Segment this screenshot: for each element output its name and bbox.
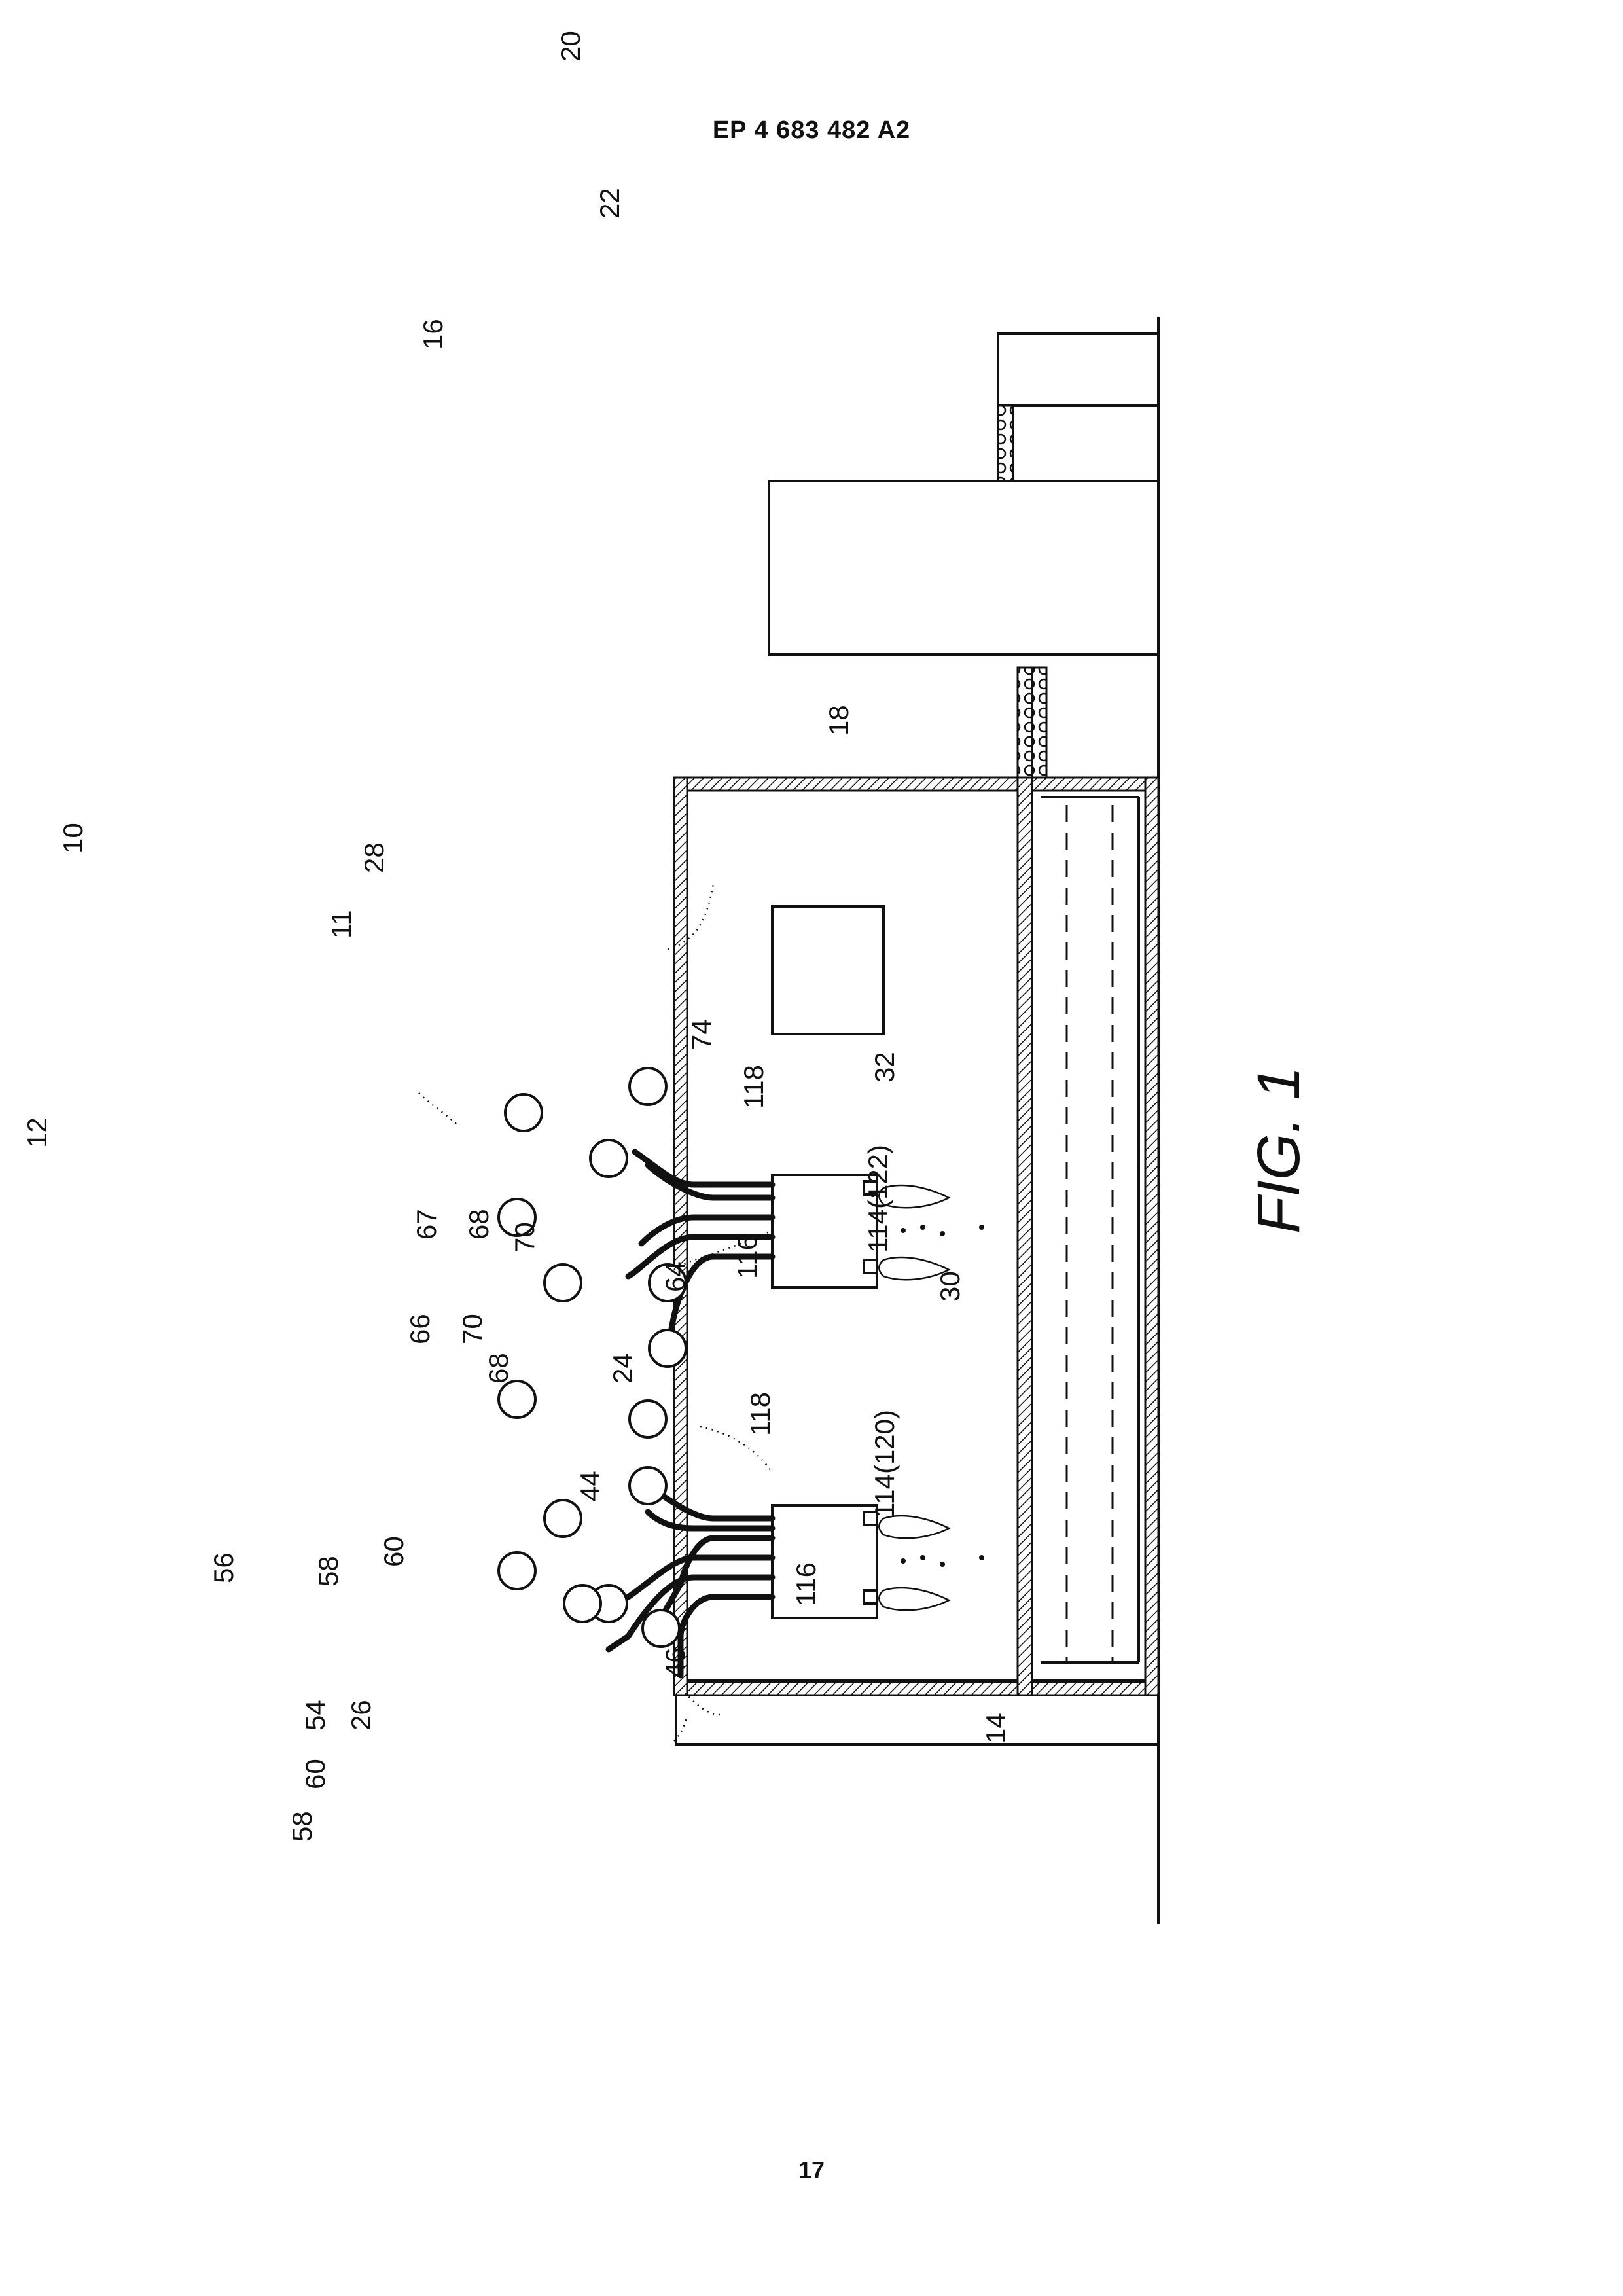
- ref-46: 46: [660, 1647, 690, 1678]
- ref-58b: 58: [313, 1556, 344, 1587]
- page-number: 17: [0, 2157, 1623, 2184]
- ref-114a: 114(120): [869, 1410, 900, 1518]
- tank-14-liquid-24: [1032, 778, 1139, 1682]
- ref-66: 66: [404, 1314, 435, 1344]
- figure-caption: FIG. 1: [1245, 1066, 1312, 1234]
- ref-12: 12: [22, 1117, 52, 1148]
- component-30-tube: [1018, 692, 1032, 1695]
- ref-116b: 116: [732, 1235, 762, 1279]
- ref-18: 18: [823, 705, 854, 736]
- ref-10: 10: [58, 823, 88, 853]
- connector-18: [1032, 668, 1046, 778]
- ref-67: 67: [411, 1209, 442, 1240]
- box-74: [772, 906, 883, 1034]
- ref-20: 20: [555, 31, 586, 62]
- ref-68a: 68: [483, 1353, 514, 1384]
- ref-11: 11: [326, 910, 357, 939]
- ref-60a: 60: [300, 1759, 330, 1789]
- ref-58a: 58: [287, 1811, 317, 1842]
- ref-16: 16: [418, 319, 448, 350]
- ref-116a: 116: [791, 1562, 821, 1606]
- wires-device-44: [609, 1486, 772, 1676]
- ref-118b: 118: [738, 1065, 769, 1109]
- ref-68b: 68: [463, 1209, 494, 1240]
- ref-70a: 70: [457, 1314, 488, 1344]
- connector-18b: [1018, 668, 1032, 778]
- device-44: [772, 1505, 877, 1618]
- ref-22: 22: [594, 188, 625, 219]
- ref-44: 44: [575, 1471, 605, 1501]
- ref-56: 56: [208, 1552, 239, 1583]
- connector-22: [998, 406, 1013, 481]
- ref-32: 32: [869, 1052, 900, 1083]
- device-64: [772, 1175, 877, 1287]
- ref-64: 64: [660, 1261, 690, 1292]
- ref-28: 28: [359, 842, 389, 873]
- ref-54: 54: [300, 1700, 330, 1731]
- ref-70b: 70: [509, 1222, 540, 1253]
- flame-icons: [879, 1185, 984, 1610]
- ref-74: 74: [686, 1019, 717, 1050]
- ref-60b: 60: [378, 1536, 409, 1567]
- ref-26: 26: [346, 1700, 376, 1731]
- ref-118a: 118: [745, 1392, 776, 1436]
- ref-24: 24: [607, 1353, 638, 1384]
- ref-14: 14: [980, 1713, 1011, 1744]
- component-20: [998, 334, 1158, 406]
- ball-terminals: [499, 1068, 686, 1647]
- ref-114b: 114(122): [863, 1145, 893, 1253]
- tower-16: [769, 481, 1158, 655]
- ref-30: 30: [935, 1271, 965, 1302]
